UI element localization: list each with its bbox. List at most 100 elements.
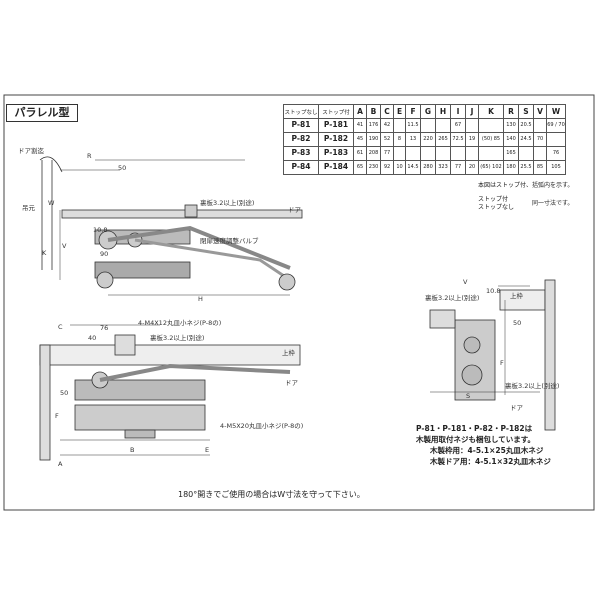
label-76: 76 xyxy=(100,324,108,332)
label-door2: ドア xyxy=(285,379,299,387)
elevation-view xyxy=(39,324,301,461)
label-50: 50 xyxy=(118,164,126,172)
pivot xyxy=(96,271,114,289)
table-cell-k xyxy=(478,146,504,161)
closer-cover xyxy=(74,404,206,431)
label-right-10-8: 10.8 xyxy=(486,287,500,295)
note-same-dim: 同一寸法です。 xyxy=(532,200,574,207)
table-cell-s: 20.5 xyxy=(518,118,534,133)
table-cell-a: 41 xyxy=(353,118,367,133)
arm-front xyxy=(99,363,291,382)
label-valve-note: 裏板3.2以上(別途) xyxy=(200,198,254,207)
table-cell-j: 19 xyxy=(465,132,479,147)
label-C: C xyxy=(58,323,63,331)
header-G: G xyxy=(420,104,436,119)
label-H: H xyxy=(198,295,203,303)
table-cell-g: 220 xyxy=(420,132,436,147)
detail-view xyxy=(429,279,556,431)
table-cell-b: 208 xyxy=(366,146,381,161)
table-cell-stop: P-183 xyxy=(318,146,354,161)
label-40: 40 xyxy=(88,334,96,342)
label-90: 90 xyxy=(100,250,108,258)
table-cell-r: 140 xyxy=(503,132,519,147)
table-cell-f: 11.5 xyxy=(405,118,421,133)
table-cell-w: 105 xyxy=(546,160,566,175)
table-cell-no-stop: P-81 xyxy=(283,118,319,133)
header-E: E xyxy=(393,104,406,119)
frame-detail xyxy=(544,279,556,431)
table-cell-w: 69 / 70 xyxy=(546,118,566,133)
table-cell-v xyxy=(533,118,547,133)
arm xyxy=(134,238,291,282)
table-cell-stop: P-184 xyxy=(318,160,354,175)
header-K: K xyxy=(478,104,504,119)
table-cell-h xyxy=(435,118,451,133)
table-cell-v: 70 xyxy=(533,132,547,147)
note-stop: ストップ付 xyxy=(478,196,509,203)
header-R: R xyxy=(503,104,519,119)
label-10-8: 10.8 xyxy=(93,226,107,234)
table-cell-b: 176 xyxy=(366,118,381,133)
header-J: J xyxy=(465,104,479,119)
label-screw2: 4-M5X20丸皿小ネジ(P-8の) xyxy=(220,421,303,430)
closer-body-front xyxy=(74,379,206,401)
table-cell-f: 13 xyxy=(405,132,421,147)
spec-table: ストップなし ストップ付 A B C E F G H I J K R S V W… xyxy=(283,104,566,175)
table-cell-g xyxy=(420,118,436,133)
label-top-frame: 上枠 xyxy=(282,348,296,357)
table-cell-i xyxy=(450,146,466,161)
label-A: A xyxy=(58,460,63,468)
table-cell-k: (65) 102 xyxy=(478,160,504,175)
table-cell-i: 67 xyxy=(450,118,466,133)
table-cell-e: 10 xyxy=(393,160,406,175)
wood-note-1: P-81・P-181・P-82・P-182は xyxy=(416,424,533,433)
table-cell-k xyxy=(478,118,504,133)
valve xyxy=(124,429,156,439)
bracket xyxy=(114,334,136,356)
header-H: H xyxy=(435,104,451,119)
table-cell-g: 280 xyxy=(420,160,436,175)
table-cell-f xyxy=(405,146,421,161)
table-cell-s xyxy=(518,146,534,161)
header-stop: ストップ付 xyxy=(318,104,354,119)
label-W: W xyxy=(48,199,55,207)
header-B: B xyxy=(366,104,381,119)
label-F: F xyxy=(55,412,59,420)
label-door-stop: ドア割迄 xyxy=(18,146,45,155)
table-cell-s: 24.5 xyxy=(518,132,534,147)
label-bracket-note: 裏板3.2以上(別途) xyxy=(150,333,204,342)
label-right-note: 裏板3.2以上(別途) xyxy=(425,293,479,302)
table-cell-j xyxy=(465,146,479,161)
label-50b: 50 xyxy=(60,389,68,397)
top-frame xyxy=(39,344,301,366)
pivot-detail xyxy=(461,364,483,386)
table-cell-b: 190 xyxy=(366,132,381,147)
table-cell-h: 265 xyxy=(435,132,451,147)
table-cell-e xyxy=(393,118,406,133)
label-V: V xyxy=(62,242,67,250)
table-cell-w xyxy=(546,132,566,147)
table-cell-h: 323 xyxy=(435,160,451,175)
shoe-detail xyxy=(429,309,456,329)
table-cell-v xyxy=(533,146,547,161)
label-door: ドア xyxy=(288,206,302,214)
table-cell-v: 85 xyxy=(533,160,547,175)
table-cell-a: 65 xyxy=(353,160,367,175)
table-cell-no-stop: P-84 xyxy=(283,160,319,175)
header-F: F xyxy=(405,104,421,119)
table-cell-stop: P-182 xyxy=(318,132,354,147)
header-I: I xyxy=(450,104,466,119)
table-cell-c: 77 xyxy=(380,146,394,161)
diagram-title: パラレル型 xyxy=(6,104,78,122)
label-right-50: 50 xyxy=(513,319,521,327)
table-cell-r: 130 xyxy=(503,118,519,133)
header-W: W xyxy=(546,104,566,119)
closer-cylinder xyxy=(94,261,191,279)
table-cell-no-stop: P-83 xyxy=(283,146,319,161)
label-speed-valve: 閉扉速度調整バルブ xyxy=(200,236,259,245)
